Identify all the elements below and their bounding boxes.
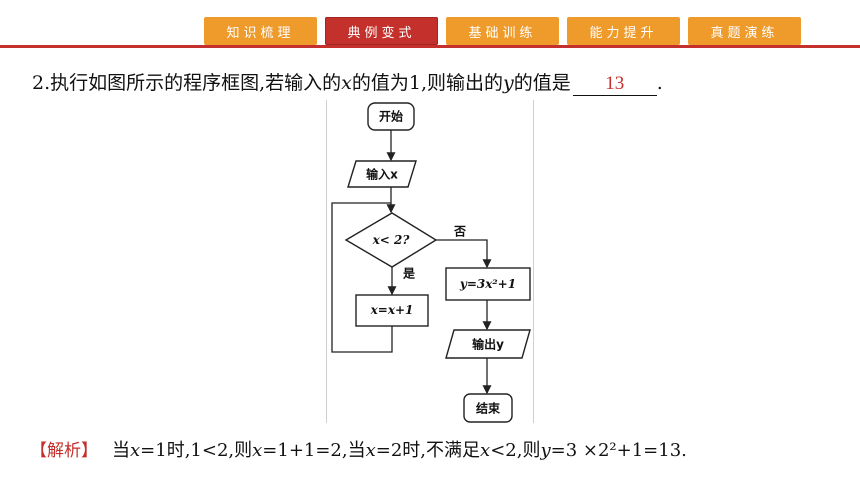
analysis-p2: =1时,1<2,则 bbox=[140, 440, 253, 461]
analysis-p6: =3 ×2²+1=13. bbox=[550, 440, 687, 461]
question-prefix: 2.执行如图所示的程序框图,若输入的 bbox=[32, 72, 342, 94]
analysis-x3: x bbox=[365, 440, 376, 461]
question-end: . bbox=[656, 72, 663, 94]
analysis-x2: x bbox=[252, 440, 263, 461]
input-label: 输入x bbox=[366, 167, 398, 182]
output-label: 输出y bbox=[472, 337, 504, 352]
tab-real-exam-practice[interactable]: 真题演练 bbox=[688, 17, 801, 45]
yes-branch-label: 是 bbox=[402, 266, 416, 281]
flowchart-graphic bbox=[331, 102, 531, 423]
analysis-tag: 【解析】 bbox=[30, 441, 98, 461]
assign-x-label: x=x+1 bbox=[370, 303, 414, 317]
analysis-x4: x bbox=[480, 440, 491, 461]
condition-label: x< 2? bbox=[372, 233, 410, 247]
tab-examples[interactable]: 典例变式 bbox=[325, 17, 438, 45]
question-var-x: x bbox=[341, 72, 352, 94]
section-tabs: 知识梳理 典例变式 基础训练 能力提升 真题演练 bbox=[204, 17, 801, 45]
input-box bbox=[347, 160, 417, 188]
output-box bbox=[445, 329, 531, 359]
tab-knowledge-review[interactable]: 知识梳理 bbox=[204, 17, 317, 45]
tab-basic-training[interactable]: 基础训练 bbox=[446, 17, 559, 45]
analysis-y1: y bbox=[540, 440, 551, 461]
analysis-text: 【解析】当x=1时,1<2,则x=1+1=2,当x=2时,不满足x<2,则y=3… bbox=[30, 436, 687, 462]
end-label: 结束 bbox=[475, 401, 501, 416]
question-suffix: 的值是 bbox=[513, 72, 571, 94]
question-mid: 的值为1,则输出的 bbox=[351, 72, 504, 94]
analysis-p1: 当 bbox=[112, 440, 130, 461]
analysis-p4: =2时,不满足 bbox=[375, 440, 481, 461]
analysis-x1: x bbox=[130, 440, 141, 461]
flowchart-frame bbox=[326, 100, 534, 423]
assign-y-label: y=3x²+1 bbox=[459, 277, 517, 291]
question-var-y: y bbox=[503, 72, 514, 94]
no-branch-label: 否 bbox=[453, 224, 467, 239]
start-label: 开始 bbox=[378, 109, 404, 124]
analysis-p3: =1+1=2,当 bbox=[262, 440, 366, 461]
tab-ability-improvement[interactable]: 能力提升 bbox=[567, 17, 680, 45]
header-divider bbox=[0, 45, 860, 48]
answer-blank: 13 bbox=[572, 73, 657, 96]
program-flowchart: 开始 输入x x< 2? 否 是 y=3x²+1 x=x+1 输出y 结束 bbox=[326, 100, 534, 423]
analysis-p5: <2,则 bbox=[490, 440, 541, 461]
